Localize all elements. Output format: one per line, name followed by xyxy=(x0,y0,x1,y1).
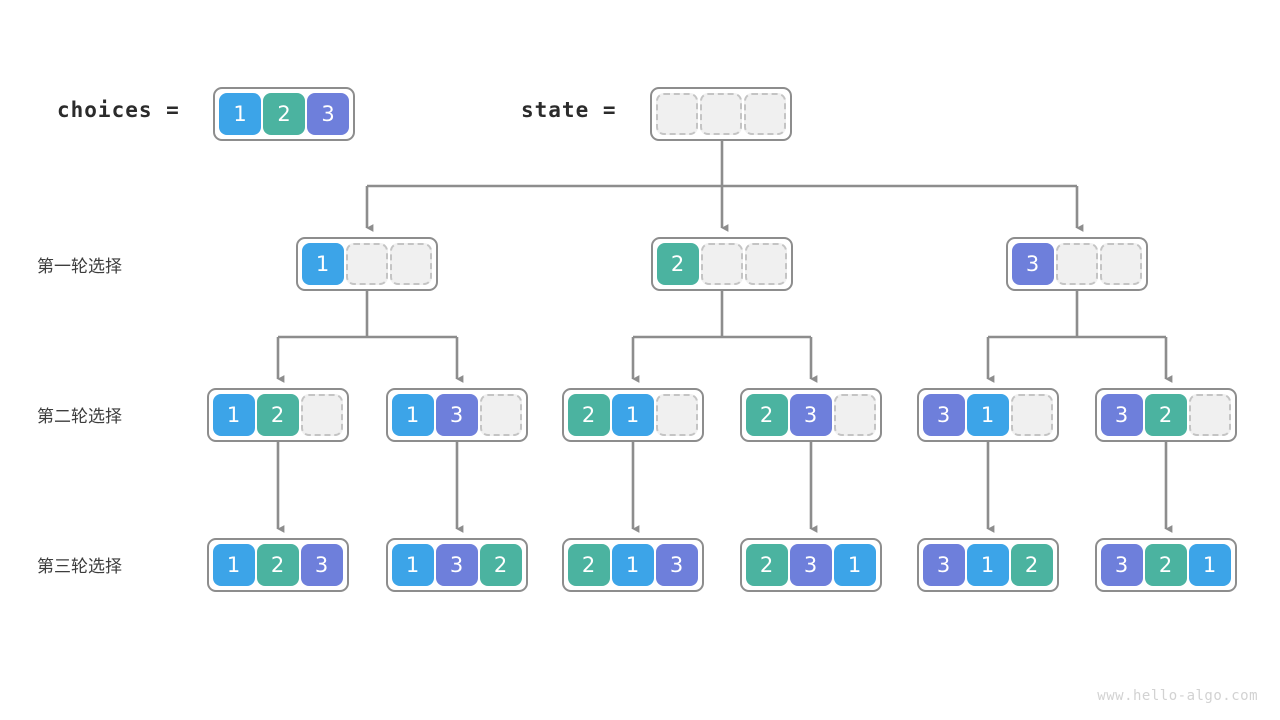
choices-label: choices = xyxy=(57,98,180,122)
node-round3-5-cell-1: 2 xyxy=(1144,544,1187,586)
node-round1-1-cell-0: 2 xyxy=(656,243,699,285)
node-round2-4-cell-0: 3 xyxy=(922,394,965,436)
node-round2-2-cell-1: 1 xyxy=(611,394,654,436)
state-array xyxy=(650,87,792,141)
node-round3-0-cell-1: 2 xyxy=(256,544,299,586)
row-label-round1: 第一轮选择 xyxy=(37,257,122,277)
choices-cell-0: 1 xyxy=(219,93,261,135)
node-round2-3-cell-1: 3 xyxy=(789,394,832,436)
node-round2-1-cell-1: 3 xyxy=(435,394,478,436)
node-round3-2-cell-2: 3 xyxy=(655,544,698,586)
state-node-round1-1: 2 xyxy=(650,237,793,291)
node-round3-4-cell-2: 2 xyxy=(1010,544,1053,586)
state-node-round1-0: 1 xyxy=(295,237,438,291)
node-round3-1-cell-1: 3 xyxy=(435,544,478,586)
node-round2-5-cell-2 xyxy=(1188,394,1231,436)
node-round1-1-cell-2 xyxy=(744,243,787,285)
node-round2-2-cell-0: 2 xyxy=(567,394,610,436)
node-round2-3-cell-0: 2 xyxy=(745,394,788,436)
node-round2-5-cell-0: 3 xyxy=(1100,394,1143,436)
node-round1-0-cell-0: 1 xyxy=(301,243,344,285)
node-round1-1-cell-1 xyxy=(700,243,743,285)
state-cell-0 xyxy=(656,93,698,135)
node-round2-0-cell-0: 1 xyxy=(212,394,255,436)
node-round3-2-cell-0: 2 xyxy=(567,544,610,586)
node-round3-0-cell-2: 3 xyxy=(300,544,343,586)
choices-cell-1: 2 xyxy=(263,93,305,135)
node-round2-4-cell-1: 1 xyxy=(966,394,1009,436)
node-round3-1-cell-2: 2 xyxy=(479,544,522,586)
node-round2-1-cell-0: 1 xyxy=(391,394,434,436)
watermark: www.hello-algo.com xyxy=(1097,688,1258,704)
choices-cell-2: 3 xyxy=(307,93,349,135)
state-cell-1 xyxy=(700,93,742,135)
state-node-round1-2: 3 xyxy=(1005,237,1148,291)
node-round1-0-cell-2 xyxy=(389,243,432,285)
node-round3-5-cell-2: 1 xyxy=(1188,544,1231,586)
node-round1-0-cell-1 xyxy=(345,243,388,285)
node-round2-1-cell-2 xyxy=(479,394,522,436)
node-round1-2-cell-2 xyxy=(1099,243,1142,285)
node-round3-1-cell-0: 1 xyxy=(391,544,434,586)
node-round3-3-cell-0: 2 xyxy=(745,544,788,586)
node-round2-4-cell-2 xyxy=(1010,394,1053,436)
node-round2-3-cell-2 xyxy=(833,394,876,436)
state-cell-2 xyxy=(744,93,786,135)
node-round2-2-cell-2 xyxy=(655,394,698,436)
node-round2-5-cell-1: 2 xyxy=(1144,394,1187,436)
node-round2-0-cell-1: 2 xyxy=(256,394,299,436)
node-round3-2-cell-1: 1 xyxy=(611,544,654,586)
node-round3-4-cell-0: 3 xyxy=(922,544,965,586)
row-label-round2: 第二轮选择 xyxy=(37,407,122,427)
node-round3-5-cell-0: 3 xyxy=(1100,544,1143,586)
node-round3-4-cell-1: 1 xyxy=(966,544,1009,586)
node-round3-0-cell-0: 1 xyxy=(212,544,255,586)
node-round3-3-cell-2: 1 xyxy=(833,544,876,586)
state-label: state = xyxy=(521,98,617,122)
node-round1-2-cell-1 xyxy=(1055,243,1098,285)
row-label-round3: 第三轮选择 xyxy=(37,557,122,577)
node-round2-0-cell-2 xyxy=(300,394,343,436)
node-round1-2-cell-0: 3 xyxy=(1011,243,1054,285)
node-round3-3-cell-1: 3 xyxy=(789,544,832,586)
